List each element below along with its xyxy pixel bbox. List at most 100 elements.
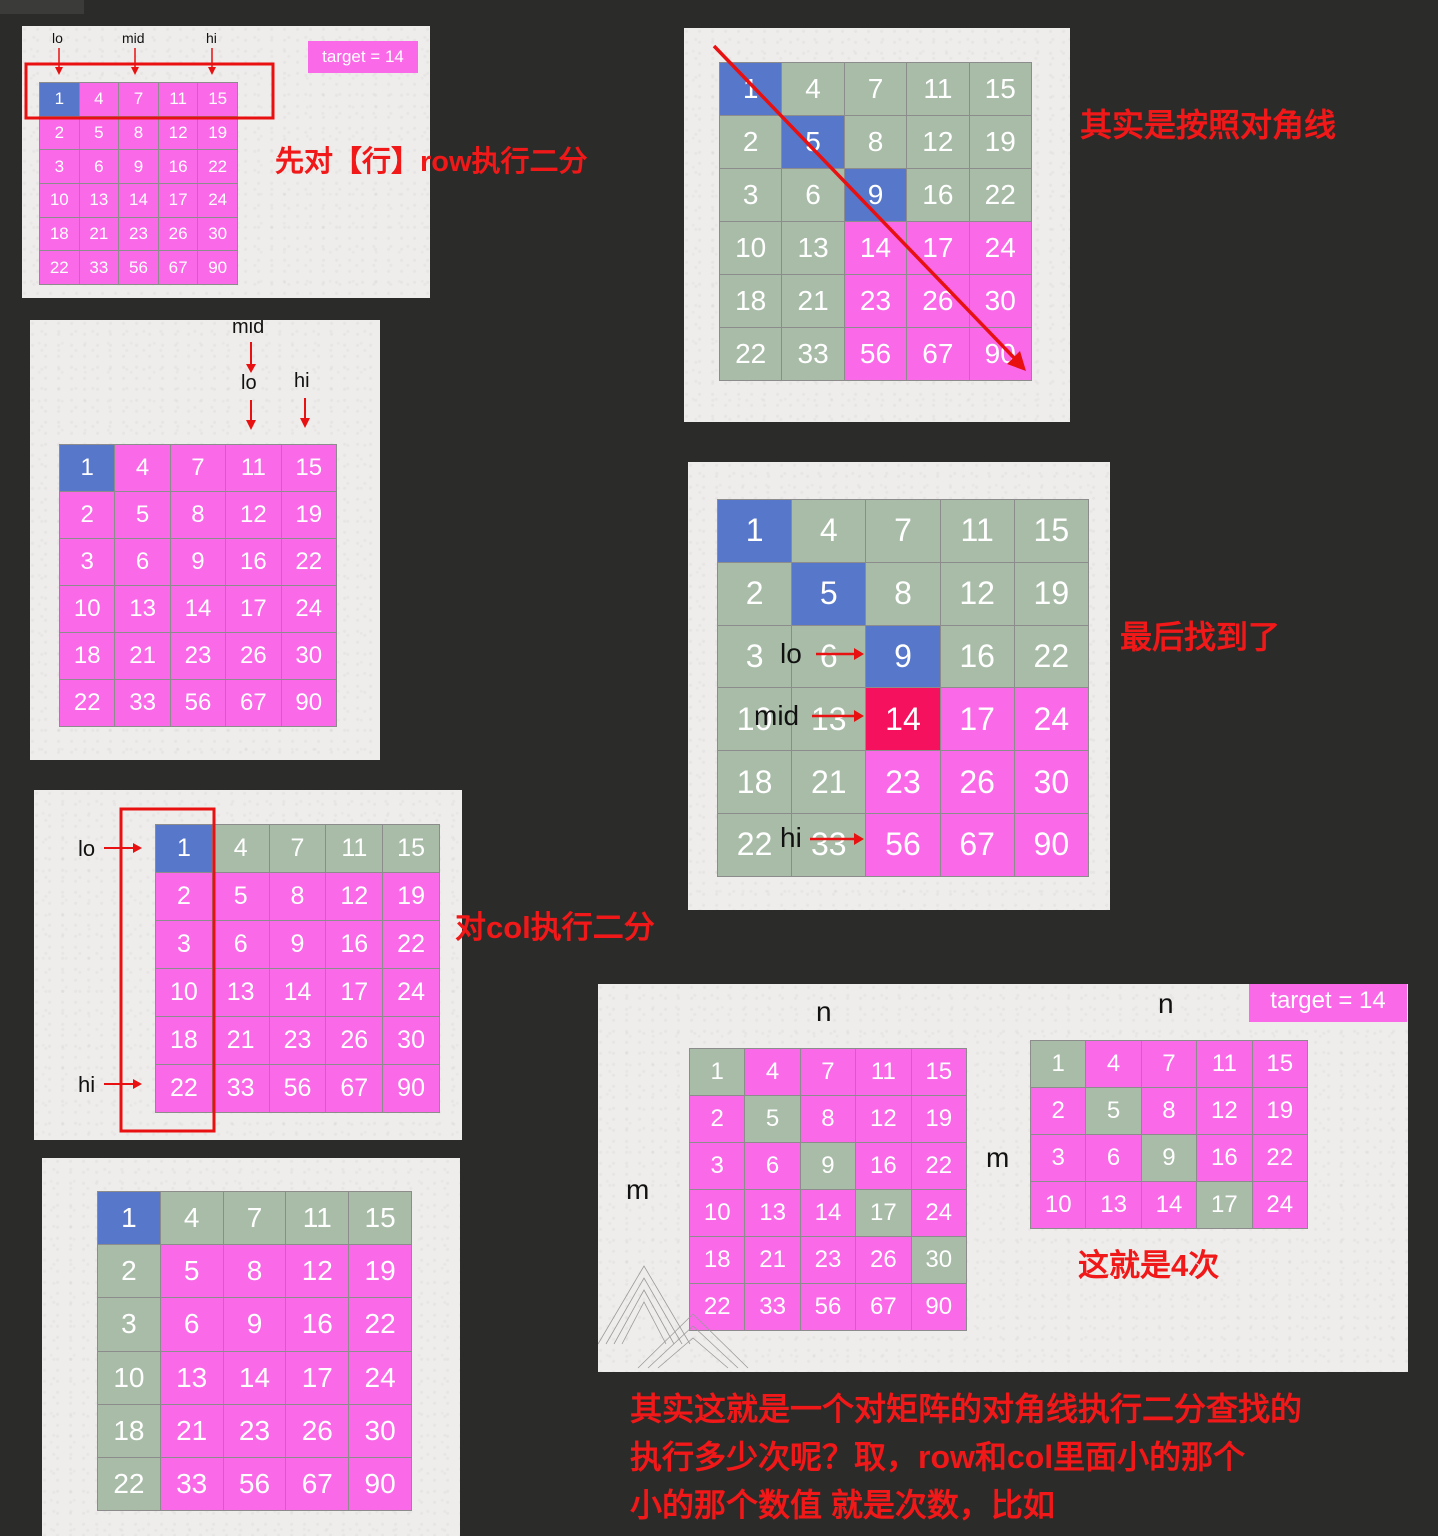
matrix-cell: 16 <box>855 1142 912 1190</box>
matrix-cell: 33 <box>744 1283 801 1331</box>
matrix-cell: 22 <box>58 679 116 727</box>
matrix-cell: 19 <box>197 115 238 151</box>
matrix-cell: 21 <box>159 1403 224 1458</box>
matrix-cell: 22 <box>97 1456 161 1512</box>
matrix-cell: 11 <box>157 82 199 117</box>
matrix-cell: 21 <box>744 1236 801 1284</box>
matrix-cell: 13 <box>159 1350 224 1405</box>
matrix-cell: 6 <box>114 538 171 586</box>
matrix-cell: 16 <box>285 1297 350 1352</box>
matrix-cell: 15 <box>910 1048 967 1096</box>
matrix-cell: 11 <box>906 62 970 116</box>
matrix-cell: 21 <box>114 632 171 680</box>
matrix-cell: 56 <box>865 812 941 877</box>
matrix-cell: 7 <box>222 1190 287 1246</box>
matrix-cell: 26 <box>157 216 199 252</box>
matrix-cell: 10 <box>1029 1181 1087 1229</box>
m-label: m <box>626 1174 650 1205</box>
matrix-cell: 14 <box>843 221 908 275</box>
matrix-cell: 67 <box>906 327 970 381</box>
matrix-cell: 12 <box>939 561 1015 626</box>
mid-label: mid <box>122 30 145 46</box>
matrix-cell: 10 <box>97 1350 161 1405</box>
matrix-cell: 10 <box>718 221 783 275</box>
matrix-cell: 33 <box>211 1064 270 1113</box>
matrix-cell: 18 <box>718 274 783 328</box>
lo-label: lo <box>241 372 257 394</box>
matrix-cell: 3 <box>688 1142 746 1190</box>
matrix-cell: 3 <box>1029 1134 1087 1182</box>
hi-label: hi <box>780 822 802 853</box>
matrix-cell: 10 <box>58 585 116 633</box>
matrix-cell: 8 <box>865 561 941 626</box>
matrix-cell: 56 <box>799 1283 857 1331</box>
matrix-cell: 56 <box>169 679 227 727</box>
note-diagonal: 其实是按照对角线 <box>1080 107 1337 143</box>
matrix-cell: 30 <box>1013 750 1089 814</box>
matrix-cell: 17 <box>939 687 1015 752</box>
matrix-cell: 8 <box>169 491 227 539</box>
matrix-cell: 33 <box>78 250 120 286</box>
matrix-cell: 15 <box>348 1190 412 1246</box>
matrix-cell: 11 <box>325 824 384 873</box>
matrix-cell: 18 <box>155 1016 213 1065</box>
matrix-cell: 19 <box>1013 561 1089 626</box>
lo-arrowhead <box>55 67 63 75</box>
matrix-cell: 7 <box>268 824 327 873</box>
target-box: target = 14 <box>308 41 418 73</box>
matrix-cell: 19 <box>382 872 440 921</box>
matrix-cell: 8 <box>843 115 908 169</box>
matrix-cell: 21 <box>781 274 845 328</box>
matrix-cell: 22 <box>39 250 80 286</box>
matrix-cell: 18 <box>688 1236 746 1284</box>
matrix-cell: 1 <box>155 824 213 873</box>
matrix-cell: 21 <box>78 216 120 252</box>
matrix-cell: 24 <box>968 221 1032 275</box>
hi-arrowhead <box>300 418 310 428</box>
matrix-cell: 9 <box>1140 1134 1198 1182</box>
matrix-cell: 14 <box>865 687 941 752</box>
lo-arrowhead <box>246 420 256 430</box>
matrix-cell: 3 <box>155 920 213 969</box>
matrix-cell: 3 <box>58 538 116 586</box>
matrix-cell: 9 <box>799 1142 857 1190</box>
matrix-cell: 3 <box>718 168 783 222</box>
matrix-cell: 15 <box>197 82 238 117</box>
matrix-cell: 67 <box>225 679 282 727</box>
matrix-cell: 21 <box>791 750 867 814</box>
matrix-cell: 22 <box>197 149 238 185</box>
matrix-cell: 5 <box>159 1244 224 1299</box>
matrix-cell: 22 <box>716 812 793 877</box>
matrix-cell: 7 <box>1140 1040 1198 1088</box>
matrix-cell: 16 <box>1196 1134 1253 1182</box>
matrix-cell: 12 <box>1196 1087 1253 1135</box>
matrix-cell: 30 <box>382 1016 440 1065</box>
matrix-cell: 16 <box>325 920 384 969</box>
matrix-cell: 90 <box>382 1064 440 1113</box>
hi-arrowhead <box>208 67 216 75</box>
matrix-cell: 22 <box>155 1064 213 1113</box>
matrix-cell: 4 <box>1085 1040 1142 1088</box>
matrix-cell: 13 <box>78 183 120 218</box>
matrix-cell: 2 <box>718 115 783 169</box>
matrix-cell: 15 <box>280 444 337 492</box>
